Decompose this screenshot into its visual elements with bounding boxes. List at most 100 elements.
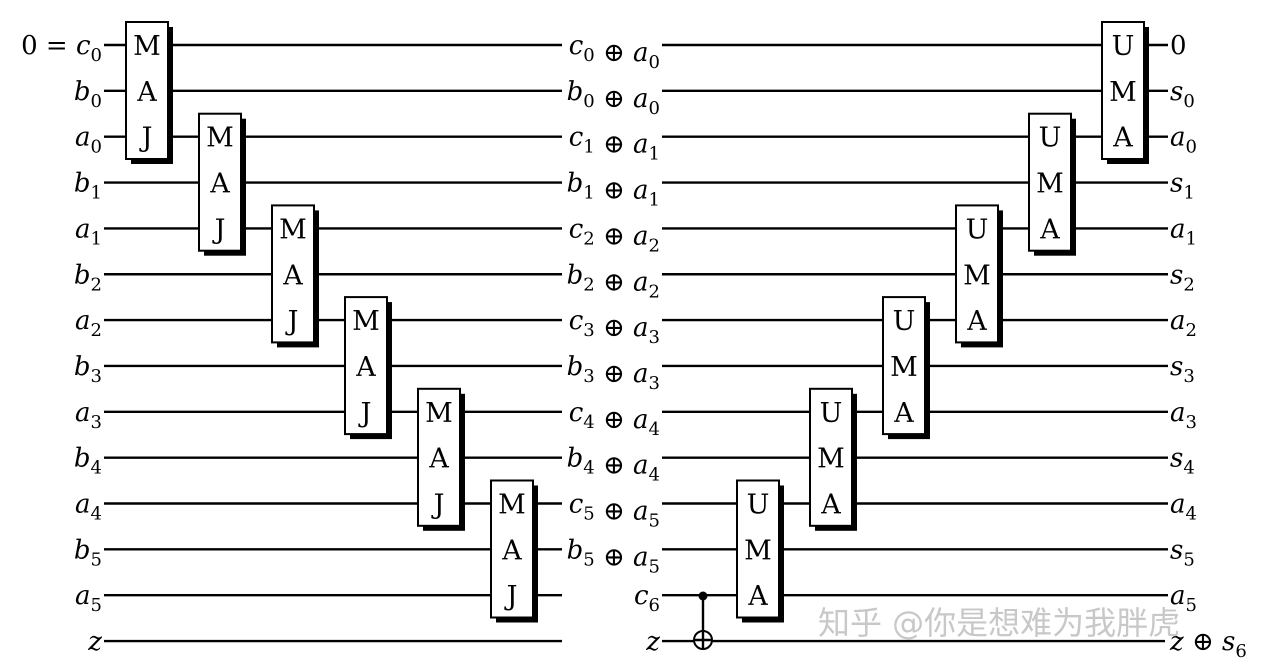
middle-label: z	[645, 627, 660, 657]
wire-labels: 0 = c0 b0 a0 b1 a1 b2 a2 b3 a3 b4 a4 b5 a5 z c0 ⊕ a0b0…	[21, 31, 1247, 662]
left-label: b1	[74, 169, 102, 204]
right-label: z ⊕ s6	[1169, 627, 1247, 662]
maj-gate-box	[198, 112, 242, 252]
cnot-control-dot	[698, 591, 708, 601]
right-label: s0	[1170, 77, 1195, 112]
right-label: a4	[1170, 490, 1197, 525]
uma-gate: UMA	[1028, 112, 1076, 256]
uma-gate-box	[1028, 112, 1072, 252]
maj-gate-letter: J	[504, 581, 518, 612]
middle-label: b5 ⊕ a5	[567, 535, 660, 577]
left-label: a1	[75, 214, 102, 249]
uma-gate-letter: U	[1039, 123, 1062, 154]
left-label: b4	[74, 444, 102, 479]
left-label: 0 = c0	[21, 31, 102, 66]
maj-gate-letter: J	[431, 490, 445, 521]
uma-gate: UMA	[809, 387, 857, 531]
middle-label: b1 ⊕ a1	[567, 169, 660, 211]
left-label: a2	[75, 306, 102, 341]
maj-gate-box	[125, 21, 169, 160]
left-label: a3	[75, 398, 102, 433]
maj-gate: MAJ	[125, 21, 173, 164]
middle-label: c3 ⊕ a3	[569, 306, 660, 348]
maj-gate-box	[271, 204, 315, 344]
uma-gate-letter: A	[966, 306, 987, 337]
maj-gate-letter: J	[358, 398, 372, 429]
maj-gate-letter: A	[282, 260, 303, 291]
uma-gate-box	[809, 387, 853, 527]
left-label: z	[87, 627, 102, 657]
watermark-text: 知乎 @你是想难为我胖虎	[818, 604, 1180, 642]
uma-gate-letter: M	[963, 260, 991, 291]
right-label: s2	[1170, 260, 1195, 295]
maj-gate: MAJ	[198, 112, 246, 256]
uma-gate-box	[1101, 21, 1145, 160]
maj-gate-box	[417, 387, 461, 527]
uma-gate-letter: M	[744, 535, 772, 566]
middle-label: b2 ⊕ a2	[567, 260, 660, 302]
maj-gate: MAJ	[417, 387, 465, 531]
cnot-gate	[693, 591, 713, 650]
middle-label: b3 ⊕ a3	[567, 352, 660, 394]
uma-gate-letter: U	[1112, 31, 1135, 62]
uma-gate-letter: M	[1109, 77, 1137, 108]
middle-label: b4 ⊕ a4	[567, 444, 660, 486]
maj-gate-letter: J	[139, 123, 153, 154]
uma-gate-letter: U	[966, 214, 989, 245]
uma-gate-letter: M	[890, 352, 918, 383]
middle-label: c6	[634, 581, 660, 616]
maj-gate-letter: A	[209, 169, 230, 200]
middle-label: c5 ⊕ a5	[569, 490, 660, 532]
uma-gate-letter: A	[893, 398, 914, 429]
uma-gate-letter: A	[820, 490, 841, 521]
right-label: s3	[1170, 352, 1195, 387]
uma-gate-letter: U	[747, 490, 770, 521]
maj-gate-letter: M	[133, 31, 161, 62]
uma-gate: UMA	[736, 479, 784, 623]
uma-gate-box	[736, 479, 780, 619]
maj-gate-letter: M	[498, 490, 526, 521]
left-label: a5	[75, 581, 102, 616]
maj-gate-letter: A	[355, 352, 376, 383]
maj-gate: MAJ	[490, 479, 538, 623]
maj-gate-letter: M	[206, 123, 234, 154]
maj-gate-box	[490, 479, 534, 619]
middle-label: b0 ⊕ a0	[567, 77, 660, 119]
uma-gate-box	[955, 204, 999, 344]
maj-gate-letter: A	[428, 444, 449, 475]
left-label: a4	[75, 490, 102, 525]
right-label: a3	[1170, 398, 1197, 433]
right-label: s5	[1170, 535, 1195, 570]
middle-label: c4 ⊕ a4	[569, 398, 660, 440]
uma-gate: UMA	[882, 296, 930, 440]
uma-gate-letter: A	[1112, 123, 1133, 154]
uma-gate-letter: A	[747, 581, 768, 612]
left-label: b5	[74, 535, 102, 570]
middle-label: c0 ⊕ a0	[569, 31, 660, 73]
right-label: s4	[1170, 444, 1195, 479]
middle-label: c2 ⊕ a2	[569, 214, 660, 256]
maj-gate-box	[344, 296, 388, 436]
maj-gate-letter: M	[425, 398, 453, 429]
maj-gate-letter: J	[285, 306, 299, 337]
left-label: b3	[74, 352, 102, 387]
uma-gate: UMA	[955, 204, 1003, 348]
right-label: a5	[1170, 581, 1197, 616]
maj-gate: MAJ	[271, 204, 319, 348]
right-label: a2	[1170, 306, 1197, 341]
right-label: a1	[1170, 214, 1197, 249]
maj-gate-letter: A	[501, 535, 522, 566]
left-label: a0	[75, 123, 102, 158]
right-label: 0	[1170, 31, 1187, 61]
maj-gate-letter: A	[136, 77, 157, 108]
left-label: b0	[74, 77, 102, 112]
uma-gate-box	[882, 296, 926, 436]
uma-gate: UMA	[1101, 21, 1149, 164]
uma-gate-letter: U	[893, 306, 916, 337]
right-label: a0	[1170, 123, 1197, 158]
right-label: s1	[1170, 169, 1195, 204]
maj-gate-letter: M	[352, 306, 380, 337]
left-label: b2	[74, 260, 102, 295]
